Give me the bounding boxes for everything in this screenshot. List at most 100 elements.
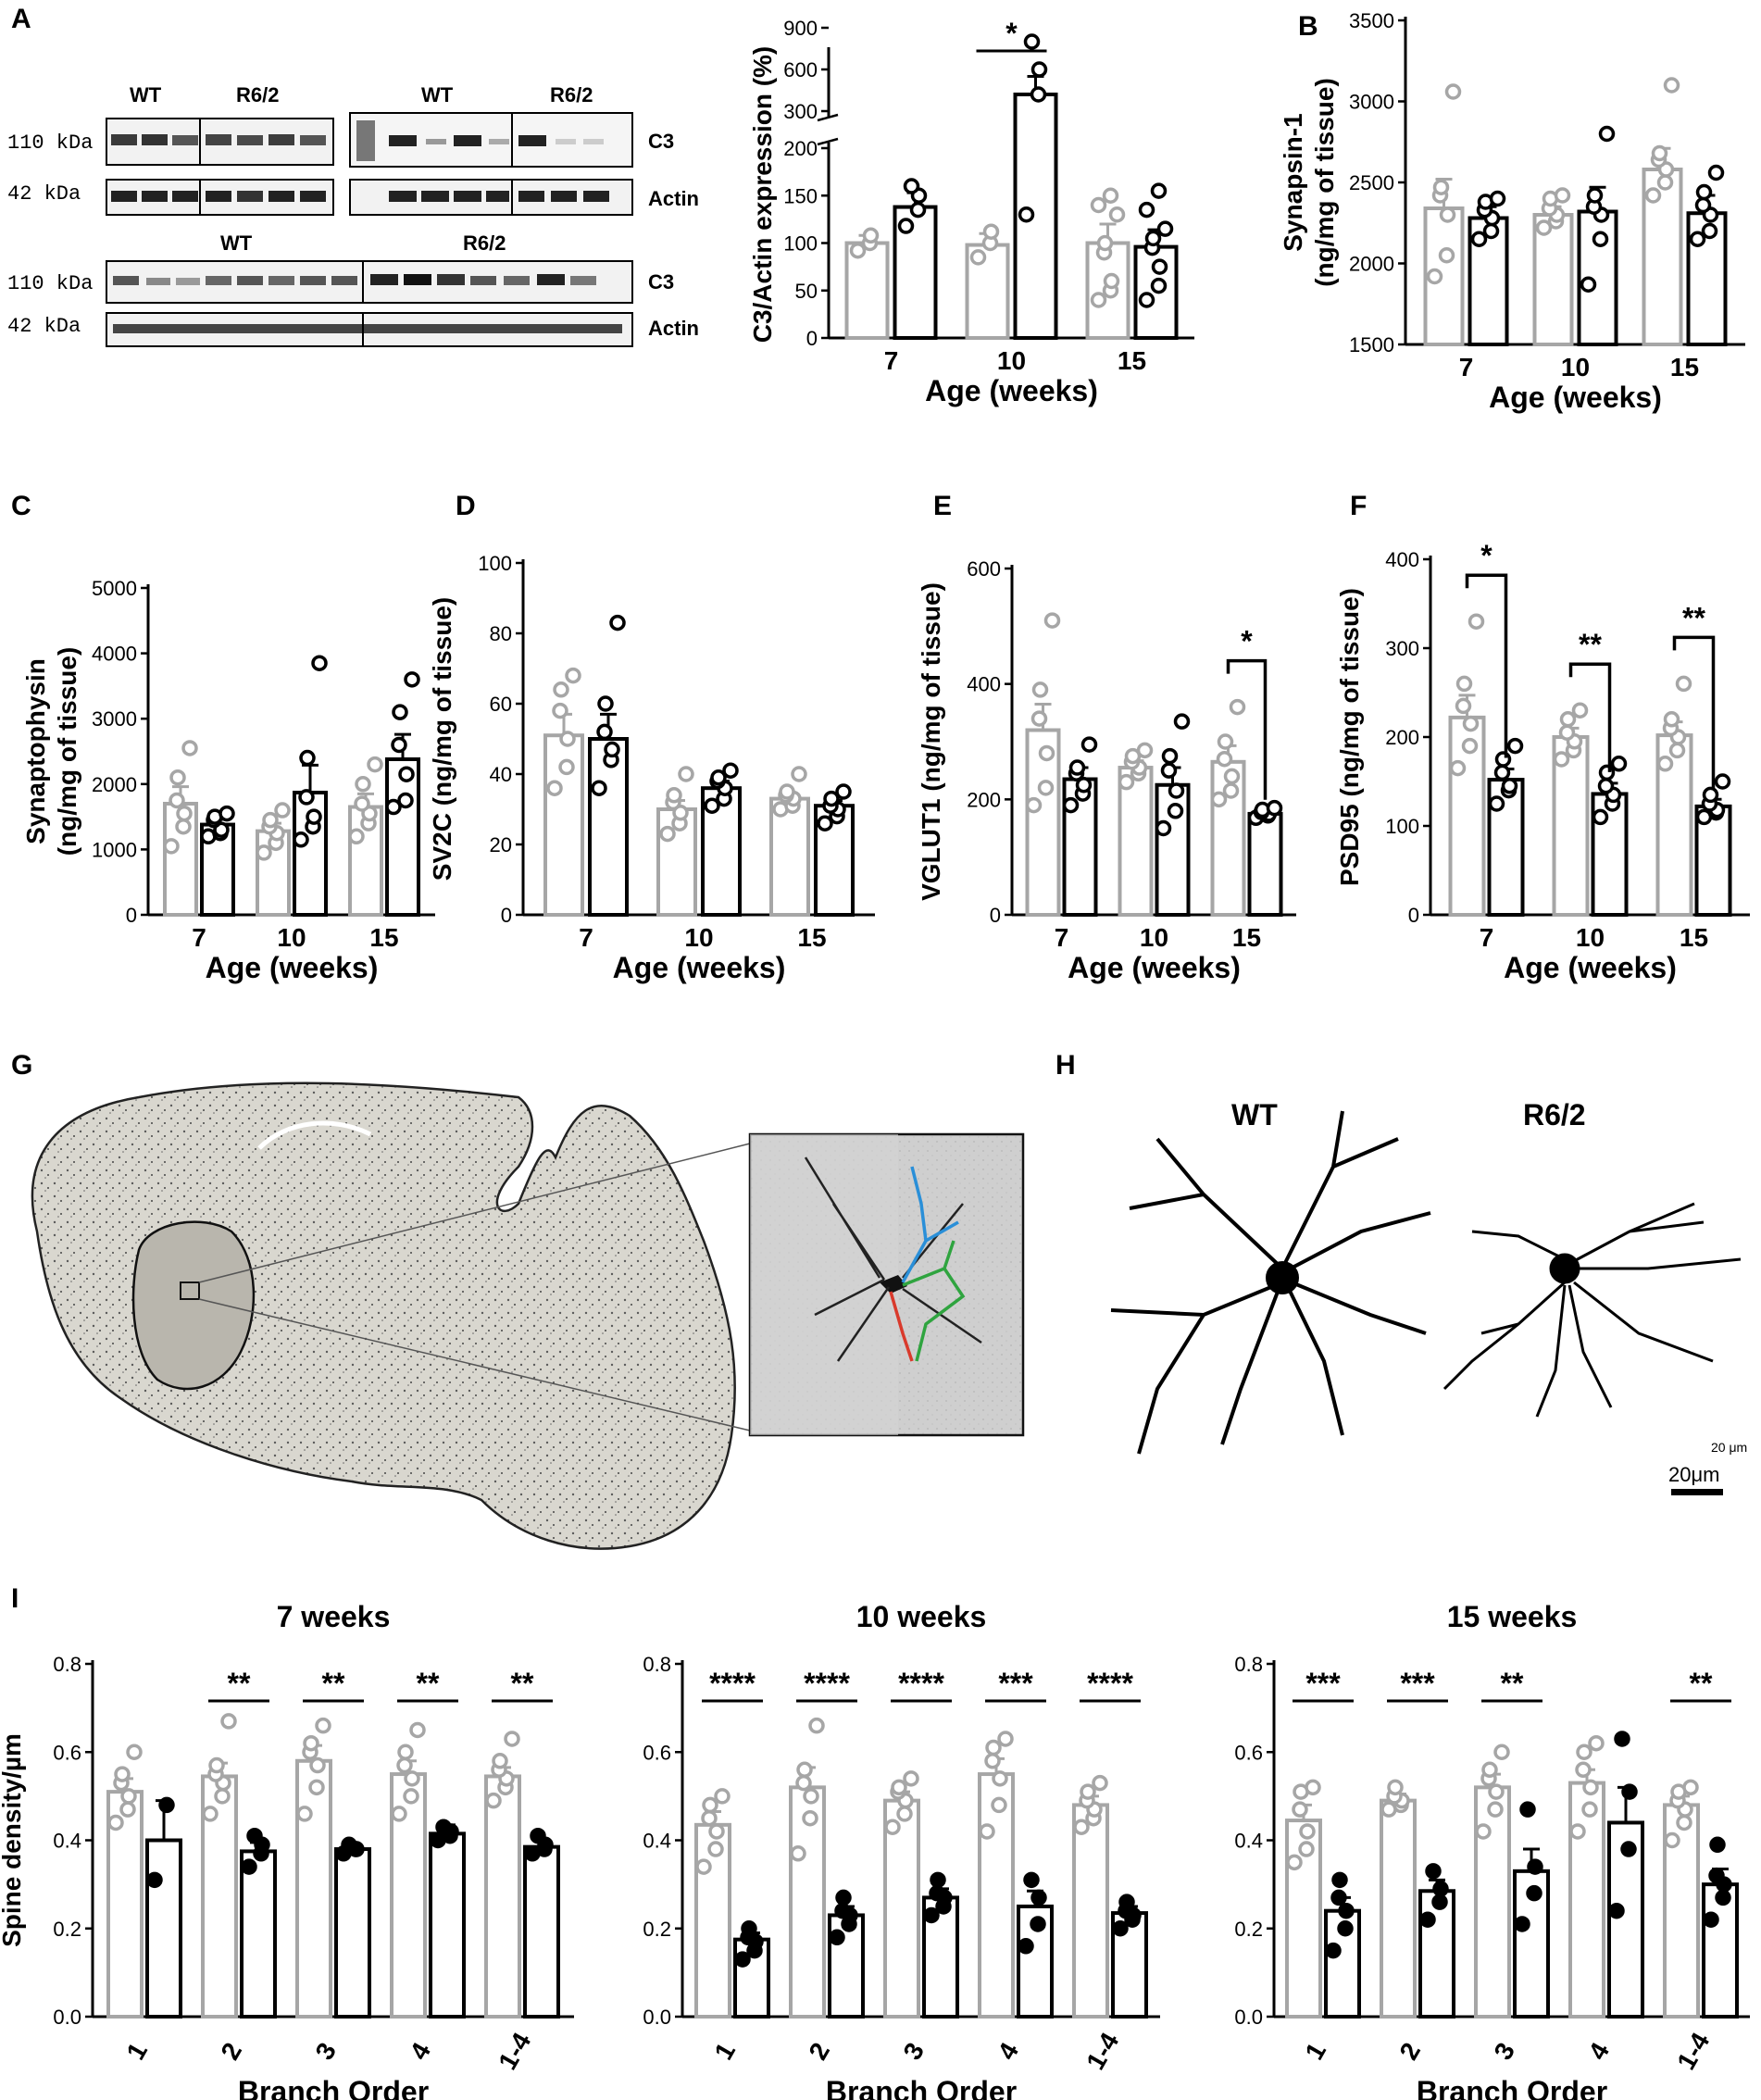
x-tick-label: 3 <box>1488 2038 1520 2065</box>
data-point <box>176 805 193 822</box>
x-tick-label: 4 <box>992 2037 1024 2064</box>
data-point <box>1461 737 1479 755</box>
significance-label: **** <box>898 1667 944 1700</box>
data-point <box>1043 612 1061 629</box>
x-axis-title: Branch Order <box>1417 2075 1607 2100</box>
blot-group-label: R6/2 <box>236 83 279 106</box>
x-tick-label: 7 <box>884 346 899 375</box>
western-blot-bottom: WT R6/2 110 kDa 42 kDa C3 Actin <box>7 231 699 347</box>
data-point <box>214 1788 231 1805</box>
data-point <box>997 1731 1014 1747</box>
data-point <box>1588 1734 1605 1752</box>
data-point <box>1610 756 1628 772</box>
neuron-label-r62: R6/2 <box>1523 1098 1586 1131</box>
x-axis-title: Age (weeks) <box>206 951 379 984</box>
data-point <box>791 766 807 782</box>
y-tick-label: 2000 <box>1349 253 1394 276</box>
significance-bracket <box>1672 635 1716 789</box>
data-point <box>1444 83 1462 100</box>
neuron-r62 <box>1443 1202 1742 1418</box>
data-point <box>659 825 676 843</box>
data-point <box>1702 786 1719 804</box>
y-tick-label: 3000 <box>92 707 137 731</box>
data-point <box>1112 1920 1129 1937</box>
data-point <box>1664 1831 1680 1849</box>
y-tick-label: 0 <box>1408 904 1419 927</box>
data-point <box>355 776 371 793</box>
data-point <box>1620 1841 1637 1857</box>
blot-band-label: Actin <box>648 317 699 340</box>
data-point <box>1586 187 1604 204</box>
y-tick-label: 300 <box>783 100 818 123</box>
data-point <box>1571 702 1589 719</box>
data-point <box>1475 1823 1492 1840</box>
data-point <box>1210 791 1228 808</box>
y-axis-title: Synapsin-1 <box>1279 113 1307 251</box>
data-point <box>1470 231 1488 247</box>
blot-group-label: R6/2 <box>463 231 506 255</box>
bar-wt <box>844 241 890 340</box>
data-point <box>1481 1761 1498 1779</box>
data-point <box>1080 736 1098 753</box>
data-point <box>1455 697 1472 715</box>
data-point <box>1292 1801 1308 1818</box>
data-point <box>779 783 795 800</box>
data-point <box>903 178 920 194</box>
data-point <box>1144 230 1162 247</box>
data-point <box>298 789 315 806</box>
y-axis-title: SV2C (ng/mg of tissue) <box>428 597 456 881</box>
y-tick-label: 0.6 <box>643 1741 671 1764</box>
data-point <box>823 790 840 807</box>
x-tick-label: 1 <box>1299 2038 1331 2065</box>
bar-r62 <box>523 1844 560 2019</box>
data-point <box>672 805 689 821</box>
data-point <box>741 1920 757 1937</box>
data-point <box>404 671 420 688</box>
data-point <box>546 780 563 796</box>
data-point <box>795 1774 812 1792</box>
x-axis-title: Age (weeks) <box>1504 951 1677 984</box>
y-tick-label: 0.4 <box>53 1830 81 1853</box>
y-tick-label: 0 <box>501 904 512 927</box>
data-point <box>1431 1894 1448 1910</box>
data-point <box>796 1761 813 1779</box>
data-point <box>1432 1881 1449 1897</box>
data-point <box>303 1734 319 1752</box>
y-axis-title: (ng/mg of tissue) <box>1310 78 1339 287</box>
data-point <box>158 1796 175 1814</box>
bar-r62 <box>1247 811 1283 918</box>
chart-title: 7 weeks <box>277 1600 391 1633</box>
data-point <box>1092 1774 1108 1792</box>
data-point <box>702 1796 718 1814</box>
data-point <box>1582 1779 1599 1796</box>
significance-label: ** <box>1690 1667 1713 1700</box>
y-tick-label: 1500 <box>1349 333 1394 356</box>
data-point <box>1090 196 1107 214</box>
y-tick-label: 2000 <box>92 773 137 796</box>
y-tick-label: 100 <box>783 232 818 256</box>
data-point <box>604 741 620 758</box>
data-point <box>1138 201 1155 219</box>
data-point <box>1439 206 1456 223</box>
significance-bracket <box>1568 662 1612 772</box>
panel-letter-e: E <box>933 491 952 521</box>
data-point <box>1559 711 1577 728</box>
data-point <box>1018 206 1035 223</box>
x-tick-label: 2 <box>803 2038 835 2065</box>
data-point <box>1489 190 1506 207</box>
data-point <box>1030 1889 1047 1906</box>
data-point <box>126 1744 143 1760</box>
data-point <box>1462 715 1480 732</box>
x-axis-title: Branch Order <box>826 2075 1017 2100</box>
data-point <box>1493 1744 1510 1760</box>
y-tick-label: 0.6 <box>1234 1741 1263 1764</box>
data-point <box>1695 183 1713 201</box>
data-point <box>1151 258 1168 275</box>
data-point <box>385 798 402 816</box>
x-axis-title: Age (weeks) <box>613 951 786 984</box>
data-point <box>392 704 408 720</box>
data-point <box>1150 277 1168 294</box>
